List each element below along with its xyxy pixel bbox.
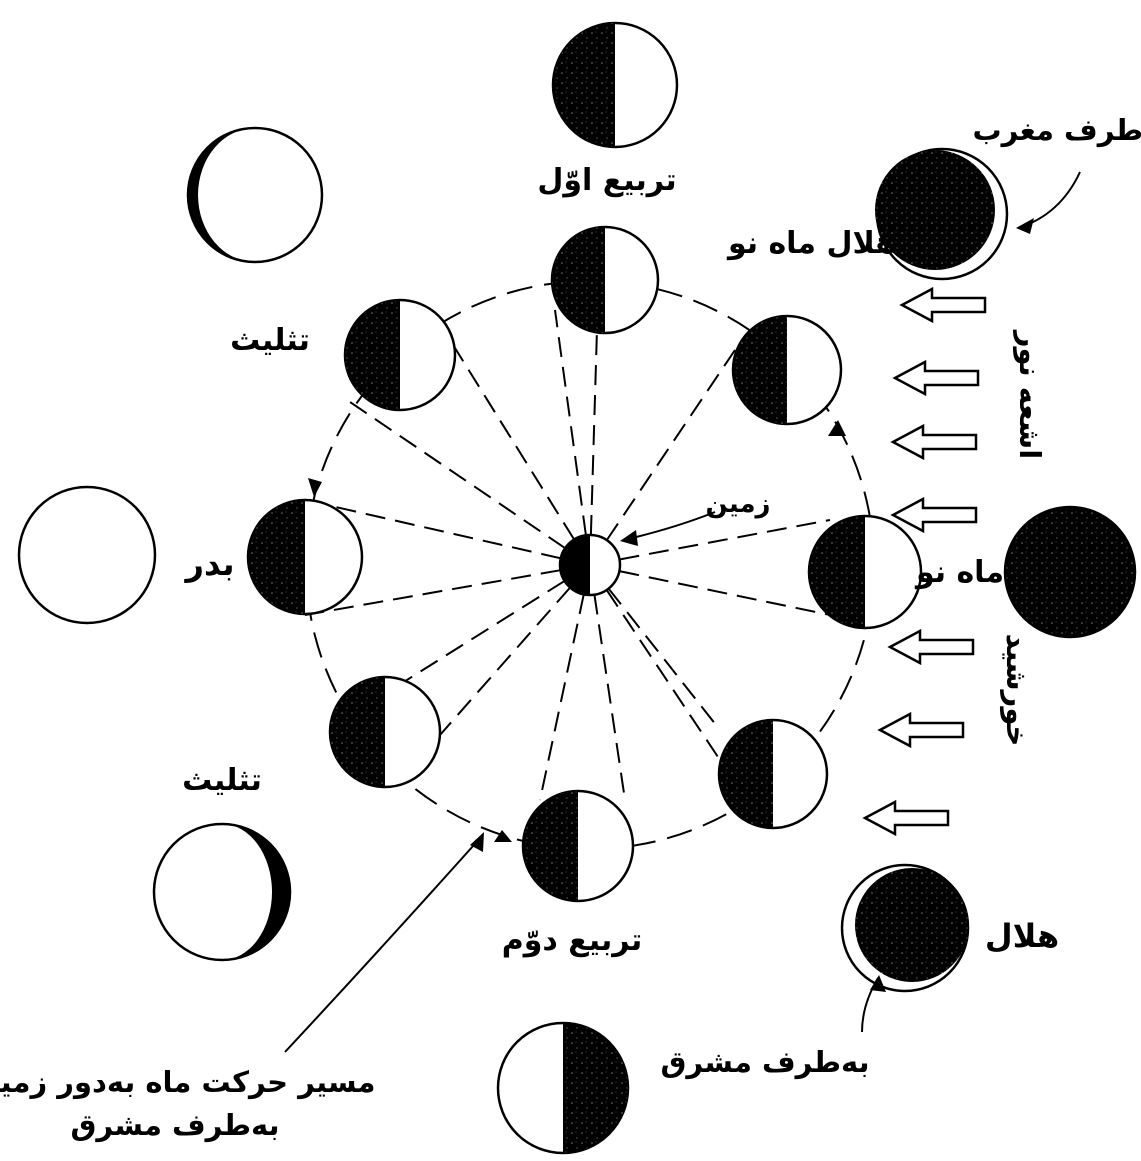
earth-icon bbox=[560, 535, 620, 595]
waxing-gibbous-upper-moon-icon bbox=[188, 128, 322, 262]
orbit-moon-left bbox=[248, 500, 362, 614]
orbit-moon-lower-right bbox=[719, 720, 827, 828]
full-moon-label: بدر bbox=[184, 545, 235, 583]
full-moon-icon bbox=[19, 487, 155, 623]
sun-ray-arrow-icon bbox=[893, 499, 976, 531]
light-rays-label: اشعه نور bbox=[1013, 329, 1047, 459]
orbit-path-arrow bbox=[285, 836, 482, 1052]
waning-gibbous-moon-icon bbox=[154, 824, 290, 960]
orbit-moon-lower-left bbox=[330, 677, 440, 787]
sun-ray-arrow-icon bbox=[880, 714, 963, 746]
orbit-path-label-line2: به‌طرف مشرق bbox=[70, 1108, 279, 1142]
orbit-moon-top bbox=[552, 227, 658, 333]
sun-ray-arrow-icon bbox=[865, 802, 948, 834]
sun-ray-arrow-icon bbox=[895, 362, 978, 394]
trine-upper-label: تثلیث bbox=[230, 323, 310, 358]
new-moon-label: ماه نو bbox=[914, 555, 1004, 590]
toward-west-label: به‌طرف مغرب bbox=[972, 113, 1141, 147]
toward-east-label: به‌طرف مشرق bbox=[660, 1045, 869, 1079]
first-quarter-label: تربیع اوّل bbox=[537, 163, 676, 198]
crescent-label: هلال bbox=[985, 917, 1059, 955]
waxing-crescent-new-label: هلال ماه نو bbox=[726, 226, 896, 261]
orbit-moon-upper-left bbox=[345, 300, 455, 410]
last-quarter-label: تربیع دوّم bbox=[502, 923, 642, 958]
orbit-moon-right bbox=[809, 516, 921, 628]
trine-lower-label: تثلیث bbox=[182, 763, 262, 798]
sun-ray-arrow-icon bbox=[893, 426, 976, 458]
orbit-moon-bottom bbox=[523, 791, 633, 901]
earth-label: زمین bbox=[705, 489, 770, 519]
sun-ray-arrow-icon bbox=[902, 289, 985, 321]
sun-ray-arrow-icon bbox=[890, 631, 973, 663]
last-quarter-moon-icon bbox=[498, 1023, 628, 1153]
toward-west-arrow bbox=[1018, 172, 1080, 228]
new-moon-icon bbox=[1005, 507, 1135, 637]
first-quarter-moon-icon bbox=[553, 23, 677, 147]
orbit-moon-upper-right bbox=[733, 316, 841, 424]
earth-label-arrow bbox=[624, 512, 715, 540]
sun-label: خورشید bbox=[1000, 634, 1034, 747]
waning-crescent-moon-icon bbox=[842, 865, 969, 991]
orbit-path-label-line1: مسیر حرکت ماه به‌دور زمین bbox=[0, 1065, 375, 1099]
